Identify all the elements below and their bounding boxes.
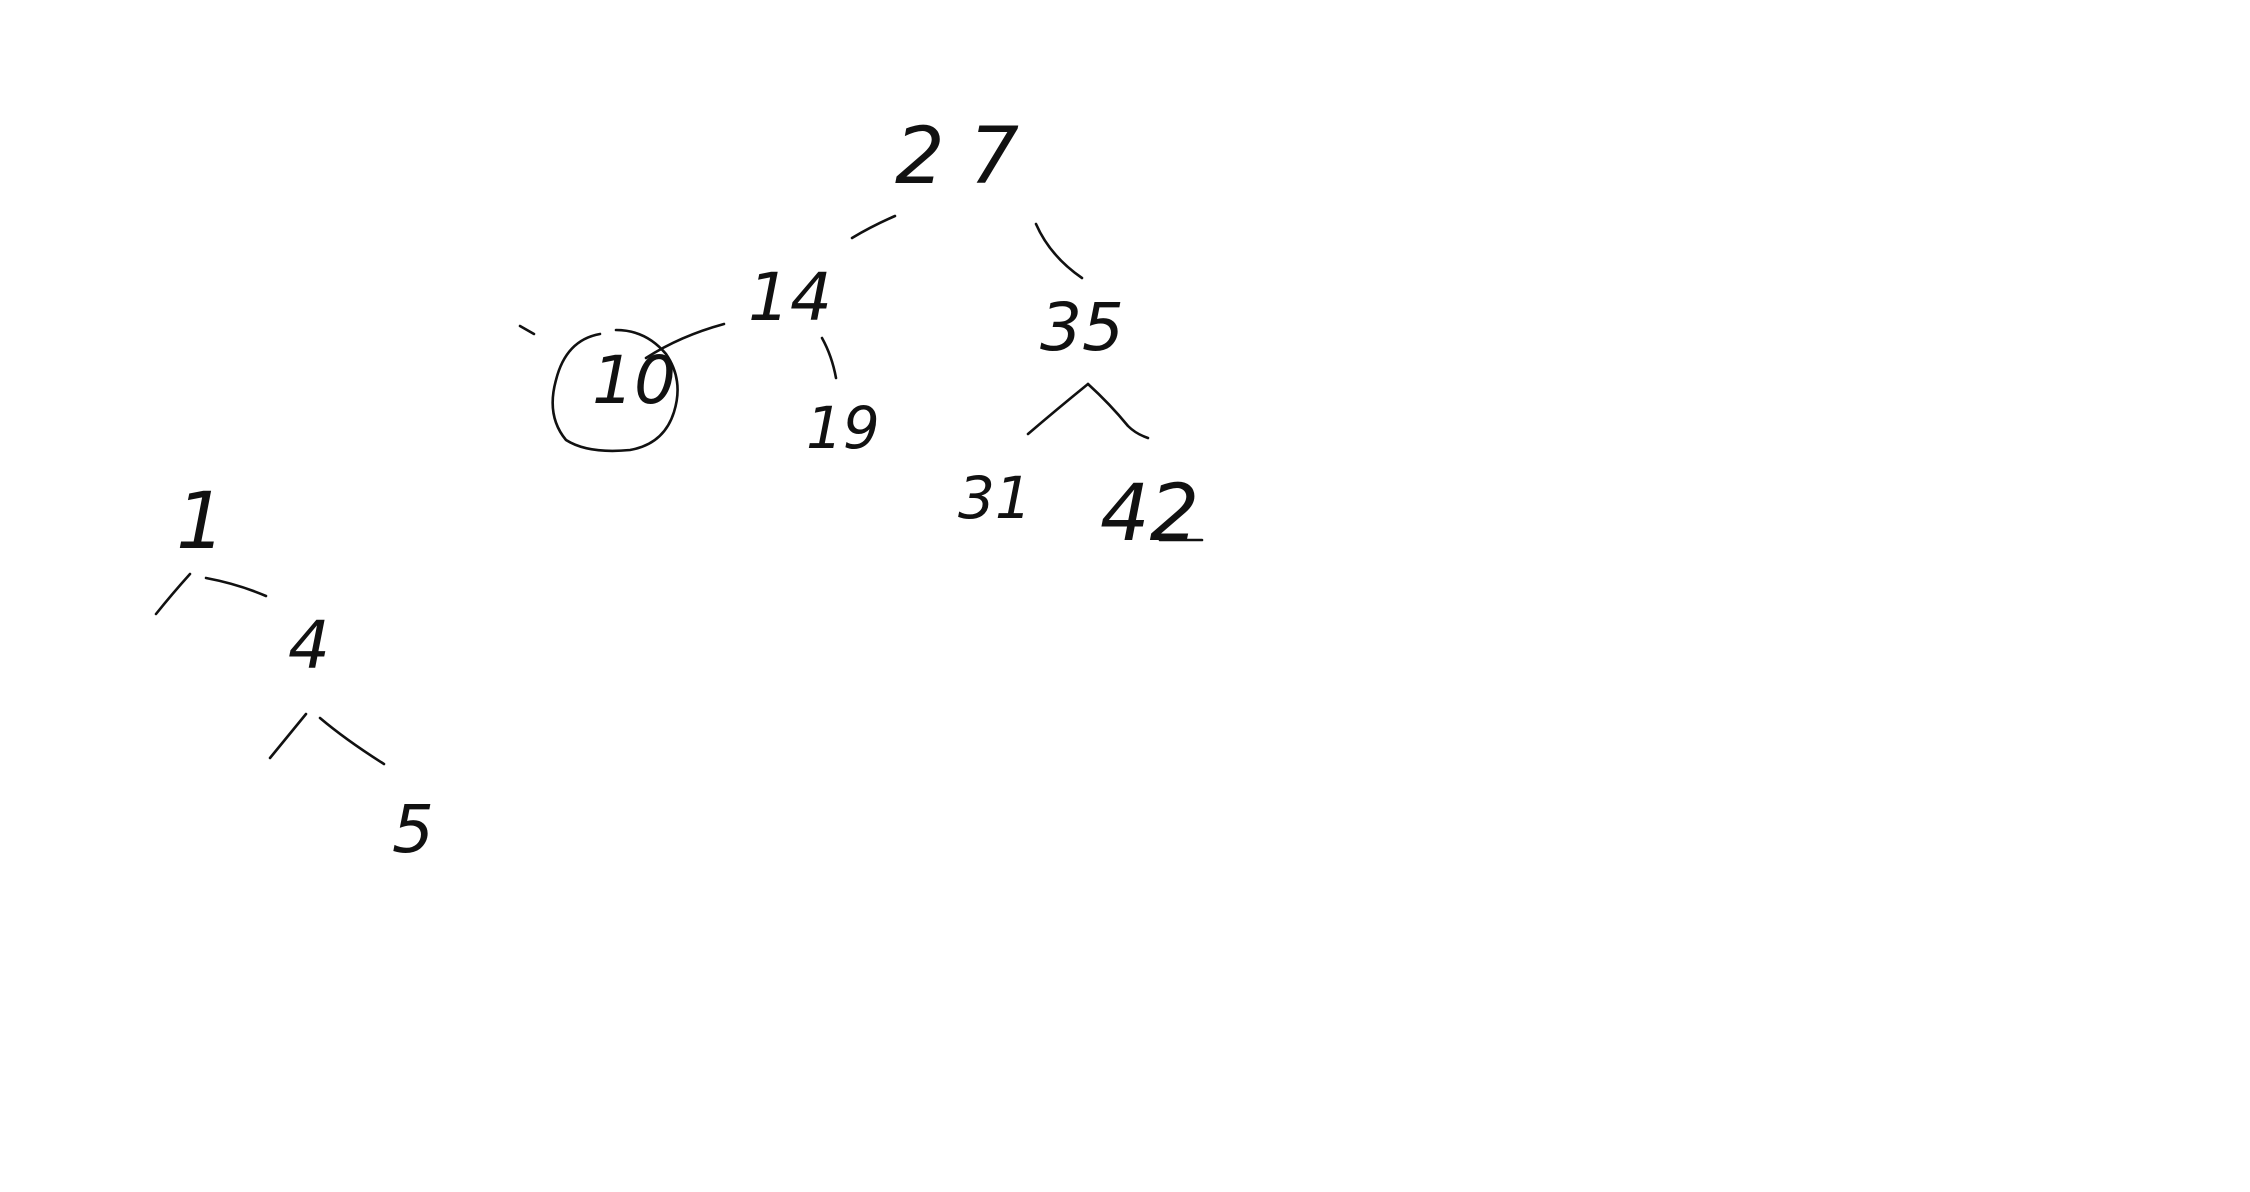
edge-14-10 — [644, 322, 726, 360]
edge-4-left-stub — [268, 712, 308, 760]
node-27-label: 2 7 — [895, 112, 1019, 202]
node-1-label: 1 — [176, 477, 226, 567]
node-42-label: 42 — [1100, 469, 1199, 559]
edge-1-4 — [204, 576, 268, 598]
node-5-label: 5 — [392, 791, 434, 868]
node-10-label: 10 — [592, 342, 676, 419]
highlight-circle — [551, 328, 679, 453]
edge-35-42 — [1086, 382, 1150, 440]
node-4-label: 4 — [288, 607, 330, 684]
node-31-label: 31 — [958, 464, 1032, 532]
edge-4-5 — [318, 716, 386, 766]
edge-1-left-stub — [154, 572, 192, 616]
node-14-label: 14 — [748, 259, 832, 336]
edge-27-35 — [1034, 222, 1084, 280]
edge-35-31 — [1026, 382, 1090, 436]
edge-14-19 — [820, 336, 838, 380]
edge-27-14 — [850, 214, 897, 240]
node-19-label: 19 — [806, 394, 880, 462]
node-35-label: 35 — [1040, 289, 1124, 366]
stray-mark — [518, 324, 536, 336]
